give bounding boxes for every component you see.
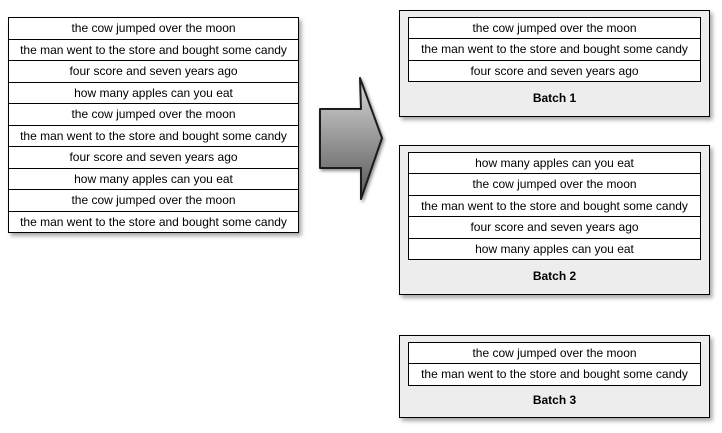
batch-box-1: the cow jumped over the moon the man wen… [399, 10, 710, 117]
sentence-row: the cow jumped over the moon [9, 104, 298, 126]
sentence-row: how many apples can you eat [409, 152, 700, 174]
batch-1-table: the cow jumped over the moon the man wen… [408, 16, 701, 82]
sentence-row: the man went to the store and bought som… [409, 195, 700, 217]
sentence-row: the cow jumped over the moon [9, 190, 298, 212]
sentence-row: the man went to the store and bought som… [9, 211, 298, 232]
sentence-row: the man went to the store and bought som… [9, 125, 298, 147]
batch-box-3: the cow jumped over the moon the man wen… [399, 335, 710, 418]
sentence-row: how many apples can you eat [9, 168, 298, 190]
batch-3-label: Batch 3 [532, 393, 577, 408]
sentence-row: the man went to the store and bought som… [409, 39, 700, 61]
sentence-row: four score and seven years ago [409, 60, 700, 81]
source-sentence-list: the cow jumped over the moon the man wen… [8, 17, 299, 233]
batch-2-label: Batch 2 [532, 269, 577, 283]
sentence-row: four score and seven years ago [9, 61, 298, 83]
batch-box-2: how many apples can you eat the cow jump… [399, 145, 710, 295]
sentence-row: the cow jumped over the moon [409, 342, 700, 364]
sentence-row: how many apples can you eat [9, 82, 298, 104]
batch-1-label: Batch 1 [532, 91, 577, 105]
sentence-row: four score and seven years ago [9, 147, 298, 169]
sentence-row: the cow jumped over the moon [409, 174, 700, 196]
sentence-row: the cow jumped over the moon [409, 17, 700, 39]
batch-2-table: how many apples can you eat the cow jump… [408, 151, 701, 260]
sentence-row: the cow jumped over the moon [9, 18, 298, 40]
sentence-row: four score and seven years ago [409, 217, 700, 239]
sentence-row: the man went to the store and bought som… [9, 39, 298, 61]
sentence-row: the man went to the store and bought som… [409, 364, 700, 385]
batch-3-table: the cow jumped over the moon the man wen… [408, 341, 701, 386]
sentence-row: how many apples can you eat [409, 238, 700, 259]
right-block-arrow-icon [311, 68, 393, 210]
